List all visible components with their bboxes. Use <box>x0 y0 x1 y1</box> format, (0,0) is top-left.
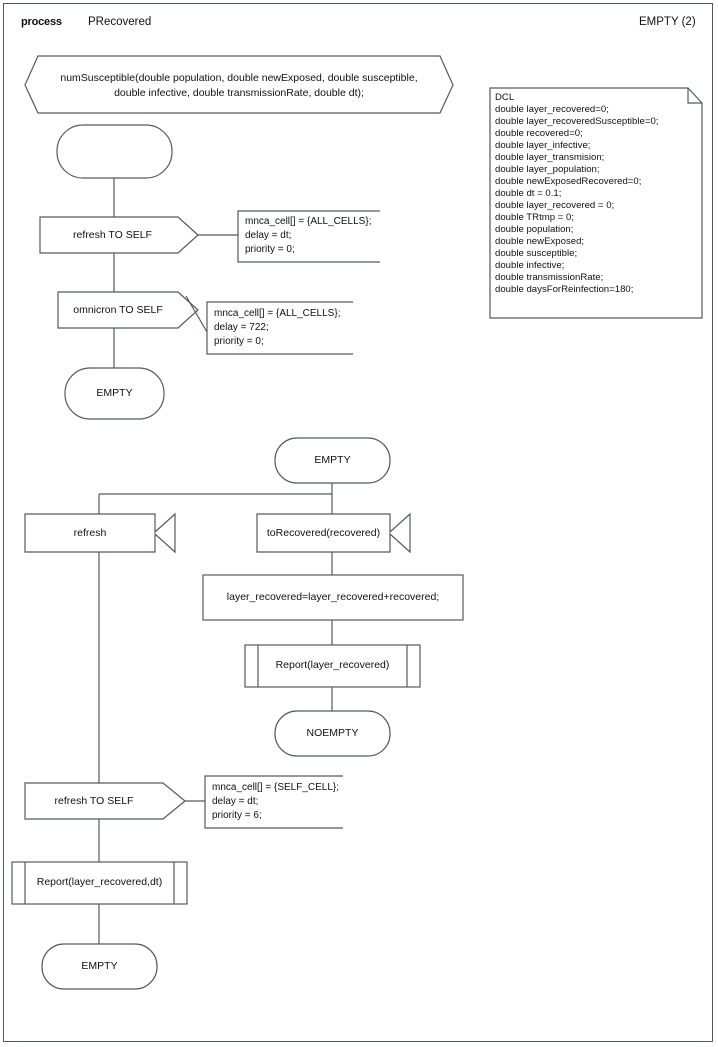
dcl-line-1: double layer_recoveredSusceptible=0; <box>495 116 659 127</box>
task-layer-recovered-label: layer_recovered=layer_recovered+recovere… <box>226 591 440 603</box>
dcl-fold-corner <box>687 88 702 104</box>
procedure-decl-line1: numSusceptible(double population, double… <box>60 72 418 84</box>
state-empty-3-label: EMPTY <box>81 960 118 972</box>
note-1-shape <box>237 210 380 263</box>
dcl-line-8: double layer_recovered = 0; <box>495 200 615 211</box>
start-state-shape <box>56 124 173 179</box>
note-1-line3: priority = 0; <box>245 244 295 255</box>
output-refresh-self-2-label: refresh TO SELF <box>54 795 134 807</box>
dcl-line-10: double population; <box>495 224 574 235</box>
output-refresh-self-1-label: refresh TO SELF <box>73 229 152 241</box>
dcl-line-0: double layer_recovered=0; <box>495 104 609 115</box>
call-report-layer-recovered-shape <box>244 644 421 688</box>
dcl-line-12: double susceptible; <box>495 248 578 259</box>
procedure-decl-shape <box>24 55 454 114</box>
note-3-shape <box>204 775 343 829</box>
state-empty-2-label: EMPTY <box>314 454 351 466</box>
note-3-line2: delay = dt; <box>212 796 259 807</box>
state-noempty-shape <box>274 710 391 757</box>
note-1-line2: delay = dt; <box>245 230 292 241</box>
input-refresh-shape <box>24 512 176 554</box>
state-empty-1-shape <box>64 367 165 420</box>
dcl-line-4: double layer_transmision; <box>495 152 605 163</box>
dcl-line-7: double dt = 0.1; <box>495 188 562 199</box>
header-keyword: process <box>21 16 62 28</box>
procedure-decl-line2: double infective, double transmissionRat… <box>114 87 364 99</box>
state-empty-3-shape <box>41 943 158 990</box>
state-empty-1-label: EMPTY <box>96 387 133 399</box>
dcl-line-11: double newExposed; <box>495 236 585 247</box>
output-refresh-self-2-shape <box>24 782 186 820</box>
input-refresh-label: refresh <box>73 527 107 539</box>
dcl-line-15: double daysForReinfection=180; <box>495 284 634 295</box>
note-2-line1: mnca_cell[] = {ALL_CELLS}; <box>214 308 341 319</box>
output-refresh-self-1-shape <box>39 216 199 254</box>
dcl-line-14: double transmissionRate; <box>495 272 604 283</box>
dcl-line-9: double TRtmp = 0; <box>495 212 575 223</box>
output-omnicron-self-shape <box>57 291 199 329</box>
dcl-line-2: double recovered=0; <box>495 128 583 139</box>
dcl-line-6: double newExposedRecovered=0; <box>495 176 642 187</box>
note-3-line1: mnca_cell[] = {SELF_CELL}; <box>212 782 340 793</box>
note-3-line3: priority = 6; <box>212 810 262 821</box>
note-2-shape <box>206 301 353 355</box>
dcl-line-13: double infective; <box>495 260 565 271</box>
note-2-line3: priority = 0; <box>214 336 264 347</box>
note-1-line1: mnca_cell[] = {ALL_CELLS}; <box>245 216 372 227</box>
dcl-shape <box>489 87 703 319</box>
connector-omnicron-note <box>185 295 208 333</box>
call-report-dt-shape <box>11 861 188 905</box>
input-to-recovered-shape <box>256 512 411 554</box>
header-right-label: EMPTY (2) <box>639 16 696 28</box>
state-noempty-label: NOEMPTY <box>306 727 359 739</box>
input-to-recovered-label: toRecovered(recovered) <box>266 527 381 539</box>
dcl-line-3: double layer_infective; <box>495 140 591 151</box>
note-2-line2: delay = 722; <box>214 322 269 333</box>
task-layer-recovered-shape <box>202 574 464 621</box>
dcl-line-5: double layer_population; <box>495 164 600 175</box>
call-report-layer-recovered-label: Report(layer_recovered) <box>275 659 390 671</box>
output-omnicron-self-label: omnicron TO SELF <box>73 304 163 316</box>
header-process-name: PRecovered <box>88 16 152 28</box>
dcl-title: DCL <box>495 92 515 103</box>
call-report-dt-label: Report(layer_recovered,dt) <box>36 876 163 888</box>
